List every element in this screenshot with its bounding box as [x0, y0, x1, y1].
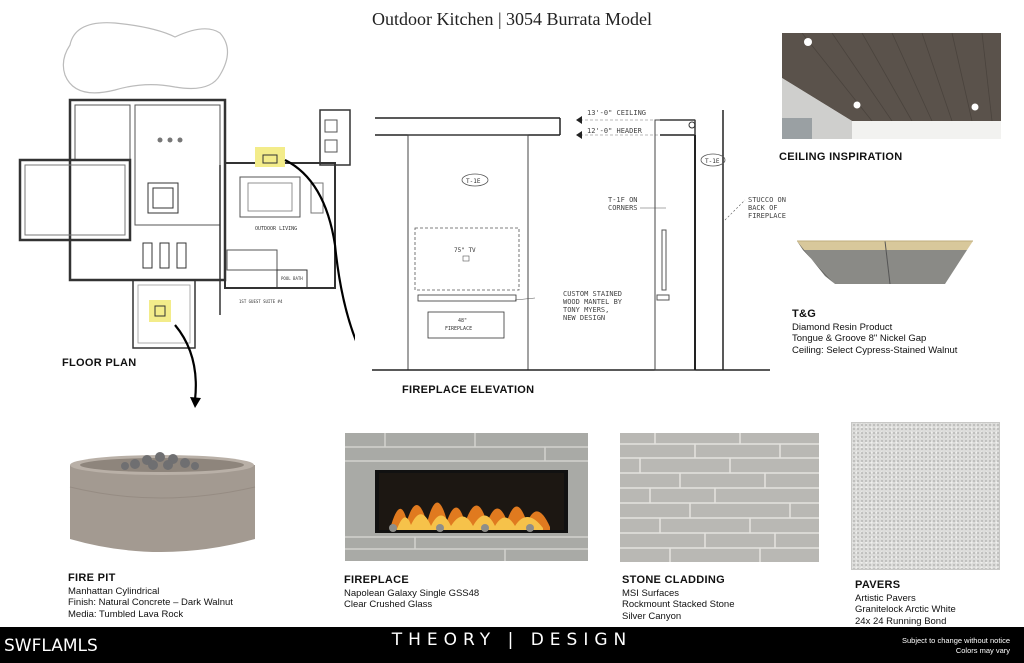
- pavers-image: [851, 422, 1000, 570]
- pavers-caption: PAVERS Artistic Pavers Granitelock Arcti…: [855, 579, 1015, 627]
- stucco-note: STUCCO ON BACK OF FIREPLACE: [748, 196, 786, 220]
- stone-cladding-line-2: Rockmount Stacked Stone: [622, 599, 735, 610]
- tg-line-3: Ceiling: Select Cypress-Stained Walnut: [792, 344, 958, 356]
- pavers-heading: PAVERS: [855, 579, 901, 591]
- floor-plan-label: FLOOR PLAN: [62, 357, 137, 369]
- pavers-line-3: 24x 24 Running Bond: [855, 615, 947, 627]
- fireplace-photo: [345, 433, 588, 561]
- footer-bar: [0, 627, 1024, 663]
- svg-text:48": 48": [458, 318, 467, 324]
- ceiling-inspiration-label: CEILING INSPIRATION: [779, 151, 903, 163]
- fireplace-caption: FIREPLACE Napolean Galaxy Single GSS48 C…: [344, 574, 574, 611]
- fireplace-elevation-label: FIREPLACE ELEVATION: [402, 384, 535, 396]
- tg-line-2: Tongue & Groove 8" Nickel Gap: [792, 333, 927, 344]
- fireplace-heading: FIREPLACE: [344, 574, 410, 586]
- stone-cladding-caption: STONE CLADDING MSI Surfaces Rockmount St…: [622, 574, 822, 622]
- stone-cladding-line-3: Silver Canyon: [622, 610, 682, 622]
- elevation-tag-side: T-1E: [705, 158, 720, 165]
- watermark: SWFLAMLS: [4, 636, 98, 656]
- fire-pit-line-2: Finish: Natural Concrete – Dark Walnut: [68, 597, 233, 608]
- stone-cladding-line-1: MSI Surfaces: [622, 587, 680, 599]
- fire-pit-image: [69, 452, 256, 552]
- fire-pit-line-3: Media: Tumbled Lava Rock: [68, 608, 184, 620]
- corners-note: T-1F ON CORNERS: [608, 196, 638, 212]
- tongue-groove-plank-image: [797, 240, 973, 285]
- tg-line-1: Diamond Resin Product: [792, 321, 893, 333]
- outdoor-living-label: OUTDOOR LIVING: [255, 226, 297, 232]
- fireplace-line-2: Clear Crushed Glass: [344, 599, 433, 610]
- tv-label: 75" TV: [454, 247, 476, 254]
- pool-bath-label: POOL BATH: [281, 276, 303, 281]
- fire-pit-line-1: Manhattan Cylindrical: [68, 585, 160, 597]
- fire-pit-caption: FIRE PIT Manhattan Cylindrical Finish: N…: [68, 572, 288, 620]
- brand-name: THEORY | DESIGN: [391, 630, 633, 650]
- guest-suite-label: 1ST GUEST SUITE #4: [239, 299, 283, 304]
- fire-pit-heading: FIRE PIT: [68, 572, 116, 584]
- disclaimer: Subject to change without notice Colors …: [902, 636, 1010, 656]
- elevation-tag-main: T-1E: [466, 178, 481, 185]
- mantel-note: CUSTOM STAINED WOOD MANTEL BY TONY MYERS…: [563, 290, 623, 322]
- page-title: Outdoor Kitchen | 3054 Burrata Model: [371, 9, 653, 29]
- tg-caption: T&G Diamond Resin Product Tongue & Groov…: [792, 308, 1012, 356]
- fireplace-elevation-drawing: T-1E 75" TV 48" FIREPLACE T-1E: [372, 110, 770, 371]
- ceiling-dim-note: 13'-0" CEILING: [587, 109, 647, 117]
- floor-plan-drawing: OUTDOOR LIVING POOL BATH 1ST GUEST SUITE…: [18, 22, 355, 408]
- svg-text:FIREPLACE: FIREPLACE: [445, 326, 472, 332]
- stone-cladding-heading: STONE CLADDING: [622, 574, 726, 586]
- tg-heading: T&G: [792, 308, 817, 320]
- disclaimer-line-1: Subject to change without notice: [902, 636, 1010, 645]
- fireplace-line-1: Napolean Galaxy Single GSS48: [344, 587, 480, 599]
- stone-cladding-image: [620, 433, 819, 562]
- ceiling-inspiration-photo: [782, 33, 1001, 139]
- pavers-line-1: Artistic Pavers: [855, 592, 916, 604]
- header-dim-note: 12'-0" HEADER: [587, 127, 642, 135]
- disclaimer-line-2: Colors may vary: [955, 646, 1010, 655]
- pavers-line-2: Granitelock Arctic White: [855, 604, 956, 615]
